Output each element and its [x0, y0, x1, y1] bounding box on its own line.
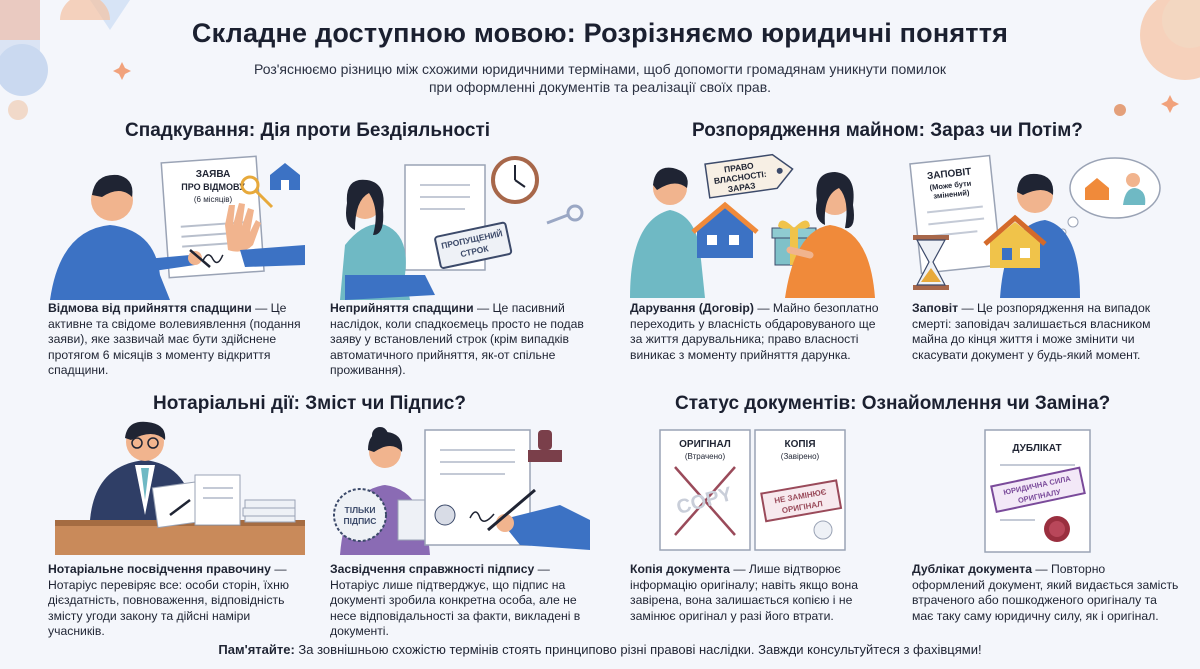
card-renunciation: Відмова від прийняття спадщини — Це акти… [48, 301, 303, 379]
illustration-notarization [55, 421, 305, 555]
label-lost: (Втрачено) [685, 452, 726, 461]
section-title-notarial: Нотаріальні дії: Зміст чи Підпис? [153, 393, 466, 414]
section-title-inheritance: Спадкування: Дія проти Бездіяльності [125, 120, 491, 141]
text-renunciation: — Це активне та свідоме волевиявлення (п… [48, 301, 301, 377]
label-certified: (Завірено) [781, 452, 820, 461]
illustration-gift: ПРАВО ВЛАСНОСТІ: ЗАРАЗ [630, 153, 875, 298]
term-signature: Засвідчення справжності підпису [330, 562, 535, 576]
text-duplicate: — Повторно оформлений документ, який вид… [912, 562, 1179, 623]
tag-line-1: ПРАВО [723, 160, 754, 174]
badge-only-1: ТІЛЬКИ [345, 505, 376, 515]
page-title: Складне доступною мовою: Розрізняємо юри… [191, 18, 1009, 48]
text-copy: — Лише відтворює інформацію оригіналу; н… [630, 562, 859, 623]
card-copy: Копія документа — Лише відтворює інформа… [630, 562, 890, 624]
illustration-will: ЗАПОВІТ (Може бути змінений) [909, 154, 1161, 298]
card-signature: Засвідчення справжності підпису — Нотарі… [330, 562, 592, 640]
illustration-duplicate: ДУБЛІКАТ ЮРИДИЧНА СИЛА ОРИГІНАЛУ [984, 429, 1091, 553]
label-pro-vidmovu: ПРО ВІДМОВУ [181, 182, 245, 192]
illustration-renunciation: ЗАЯВА ПРО ВІДМОВУ (6 місяців) [50, 155, 305, 300]
card-duplicate: Дублікат документа — Повторно оформлений… [912, 562, 1180, 624]
footer-note: Пам'ятайте: За зовнішньою схожістю термі… [0, 642, 1200, 657]
text-signature: — Нотаріус лише підтверджує, що підпис н… [330, 562, 581, 638]
label-zapovit: ЗАПОВІТ [927, 167, 972, 183]
term-notarization: Нотаріальне посвідчення правочину [48, 562, 271, 576]
badge-only-2: ПІДПИС [344, 516, 377, 526]
label-may-change-1: (Може бути [929, 179, 972, 192]
tag-line-3: ЗАРАЗ [727, 180, 756, 194]
card-gift: Дарування (Договір) — Майно безоплатно п… [630, 301, 890, 363]
label-may-change-2: змінений) [933, 188, 970, 201]
page-subtitle: Роз'яснюємо різницю між схожими юридични… [253, 61, 946, 95]
label-original: ОРИГІНАЛ [679, 439, 731, 450]
footer-text: За зовнішньою схожістю термінів стоять п… [294, 642, 982, 657]
corner-decoration-right [1114, 0, 1200, 116]
label-zayava: ЗАЯВА [196, 169, 231, 180]
term-copy: Копія документа [630, 562, 730, 576]
card-will: Заповіт — Це розпорядження на випадок см… [912, 301, 1180, 363]
corner-decoration-left [0, 0, 131, 120]
section-title-property: Розпорядження майном: Зараз чи Потім? [692, 120, 1083, 141]
illustration-non-acceptance: ПРОПУЩЕНИЙ СТРОК [340, 156, 584, 300]
text-notarization: — Нотаріус перевіряє все: особи сторін, … [48, 562, 290, 638]
illustration-copy: ОРИГІНАЛ (Втрачено) COPY КОПІЯ (Завірено… [659, 429, 846, 551]
term-duplicate: Дублікат документа [912, 562, 1032, 576]
term-will: Заповіт [912, 301, 959, 315]
term-renunciation: Відмова від прийняття спадщини [48, 301, 252, 315]
text-gift: — Майно безоплатно переходить у власніст… [630, 301, 879, 362]
text-non-acceptance: — Це пасивний наслідок, коли спадкоємець… [330, 301, 584, 377]
label-6-months: (6 місяців) [194, 195, 233, 204]
card-non-acceptance: Неприйняття спадщини — Це пасивний наслі… [330, 301, 592, 379]
card-notarization: Нотаріальне посвідчення правочину — Нота… [48, 562, 303, 640]
text-will: — Це розпорядження на випадок смерті: за… [912, 301, 1151, 362]
term-non-acceptance: Неприйняття спадщини [330, 301, 474, 315]
illustration-signature: ТІЛЬКИ ПІДПИС [333, 427, 590, 555]
label-duplicate: ДУБЛІКАТ [1012, 443, 1061, 454]
footer-label: Пам'ятайте: [218, 642, 295, 657]
section-title-documents: Статус документів: Ознайомлення чи Замін… [675, 393, 1111, 414]
term-gift: Дарування (Договір) [630, 301, 754, 315]
label-copy: КОПІЯ [784, 439, 815, 450]
